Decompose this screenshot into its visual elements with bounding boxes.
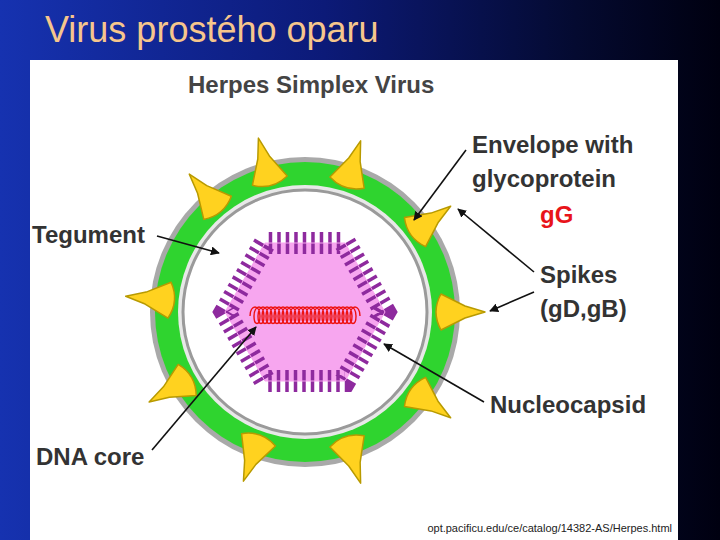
part-label: Spikes (gD,gB) [540,258,662,326]
inner-rim [178,185,432,439]
leader-line [490,292,534,311]
leader-lines [152,150,534,450]
glycoprotein-spike [227,429,278,487]
glycoprotein-spike [140,362,200,418]
part-label: Nucleocapsid [490,388,646,422]
leader-line [458,209,534,272]
nucleocapsid-body [225,243,385,381]
part-label: Envelope with glycoprotein [472,128,674,196]
leader-line [157,236,219,253]
slide-title: Virus prostého oparu [45,9,379,51]
dna-coil [250,307,360,324]
glycoprotein-spike [328,135,377,193]
glycoprotein-spike [328,431,377,489]
spike-group [124,133,485,488]
outer-rim [150,157,460,467]
glycoprotein-spike [241,133,288,190]
part-label: DNA core [36,440,144,474]
part-label: gG [540,198,573,232]
glycoprotein-spike [400,192,461,250]
part-label: Tegument [32,218,145,252]
capsid-edge [225,243,385,381]
glycoprotein-spike [436,294,485,330]
glycoprotein-spike [124,278,176,318]
tegument-space [183,190,427,434]
source-url: opt.pacificu.edu/ce/catalog/14382-AS/Her… [372,522,672,535]
capsomeres [225,243,385,381]
leader-line [152,327,256,450]
envelope-ring [155,162,455,462]
glycoprotein-spike [176,163,235,224]
leader-line [384,344,484,402]
figure-heading: Herpes Simplex Virus [188,70,434,100]
